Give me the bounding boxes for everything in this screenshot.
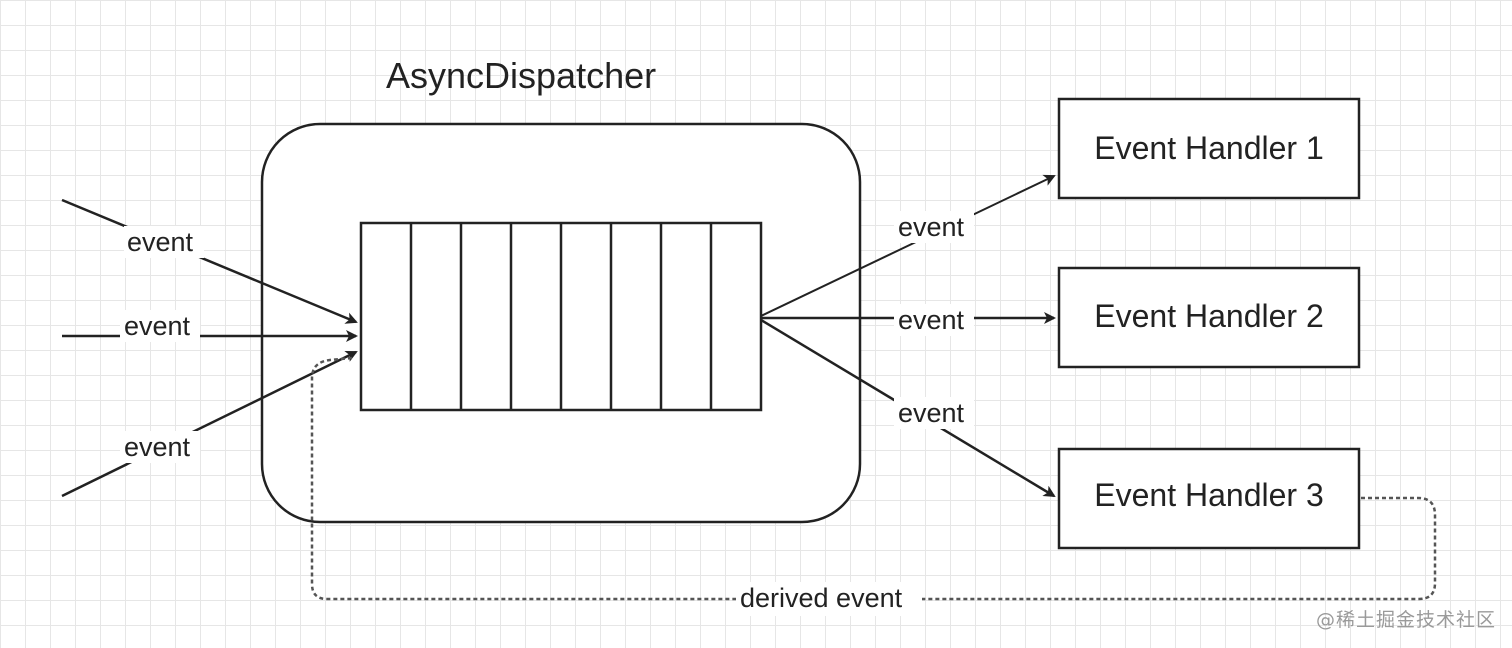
incoming-event-label-1: event <box>127 227 194 257</box>
watermark: @稀土掘金技术社区 <box>1315 609 1496 631</box>
handler-edge-label-3: event <box>898 398 965 428</box>
incoming-arrow-3 <box>61 350 358 498</box>
incoming-event-label-3: event <box>124 432 191 462</box>
handler-edge-label-2: event <box>898 305 965 335</box>
event-handler-3-box <box>1057 447 1361 550</box>
event-handler-2-label: Event Handler 2 <box>1094 298 1323 334</box>
incoming-event-label-2: event <box>124 311 191 341</box>
event-handler-2-box <box>1057 266 1361 369</box>
handler-edge-label-1: event <box>898 212 965 242</box>
event-handler-1-box <box>1057 97 1361 200</box>
event-handler-3-label: Event Handler 3 <box>1094 477 1323 513</box>
outgoing-arrow-1 <box>760 174 1056 317</box>
dispatcher-title: AsyncDispatcher <box>386 55 656 96</box>
event-queue <box>359 221 763 412</box>
event-handler-1-label: Event Handler 1 <box>1094 130 1323 166</box>
incoming-arrow-1 <box>61 198 358 324</box>
derived-event-label: derived event <box>740 583 903 613</box>
